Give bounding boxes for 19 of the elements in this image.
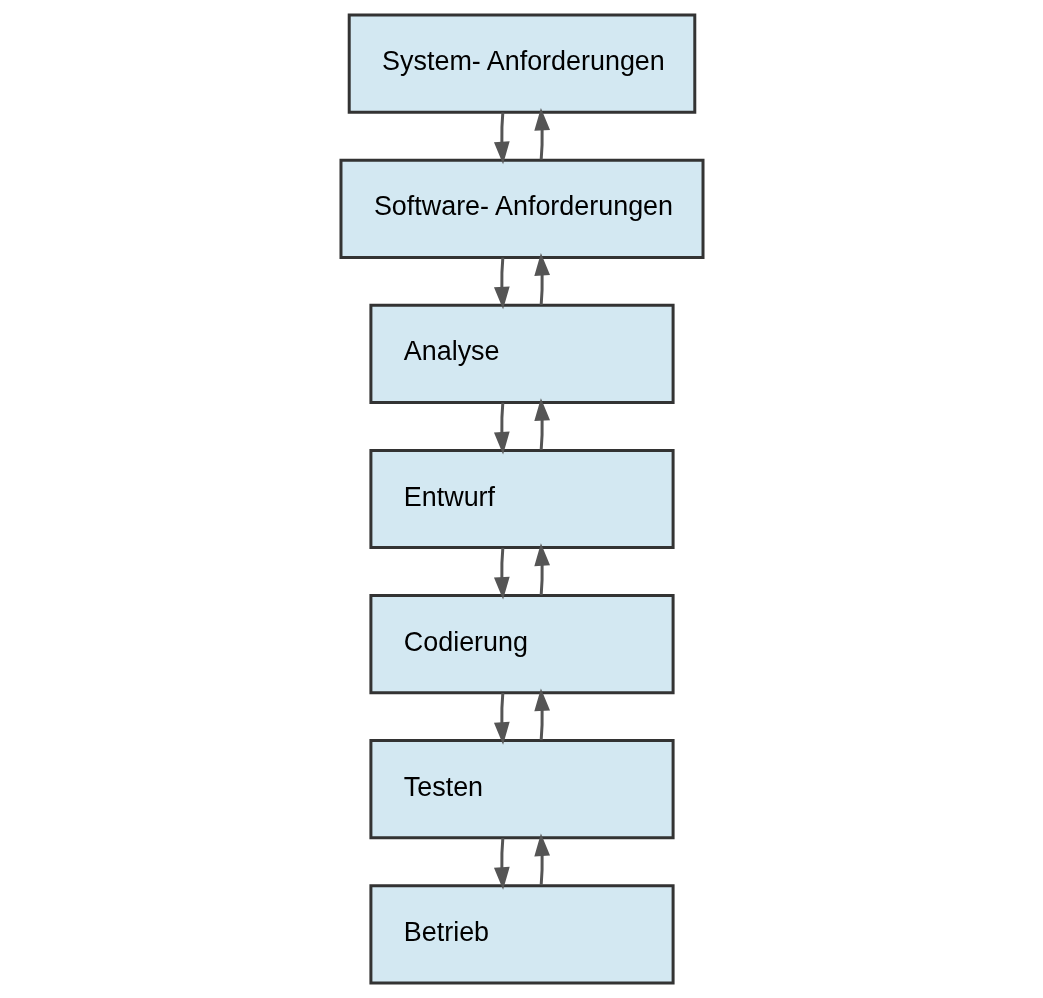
node-box: Software- Anforderungen: [339, 158, 704, 259]
arrow: [533, 253, 550, 305]
arrow: [493, 837, 510, 890]
node-box: Testen: [368, 739, 675, 840]
arrow: [533, 833, 550, 886]
node-box: Codierung: [368, 594, 675, 695]
node-box: Betrieb: [368, 884, 675, 985]
arrow: [533, 398, 550, 451]
arrow: [493, 257, 510, 310]
arrow: [493, 547, 510, 600]
arrow: [533, 688, 550, 741]
node-box: System- Anforderungen: [347, 13, 696, 114]
node-box: Entwurf: [368, 448, 675, 550]
arrow: [533, 107, 550, 160]
node-box: Analyse: [368, 303, 675, 404]
arrow: [533, 543, 550, 596]
arrow: [493, 112, 510, 165]
arrow: [493, 692, 510, 745]
arrow: [493, 402, 510, 455]
